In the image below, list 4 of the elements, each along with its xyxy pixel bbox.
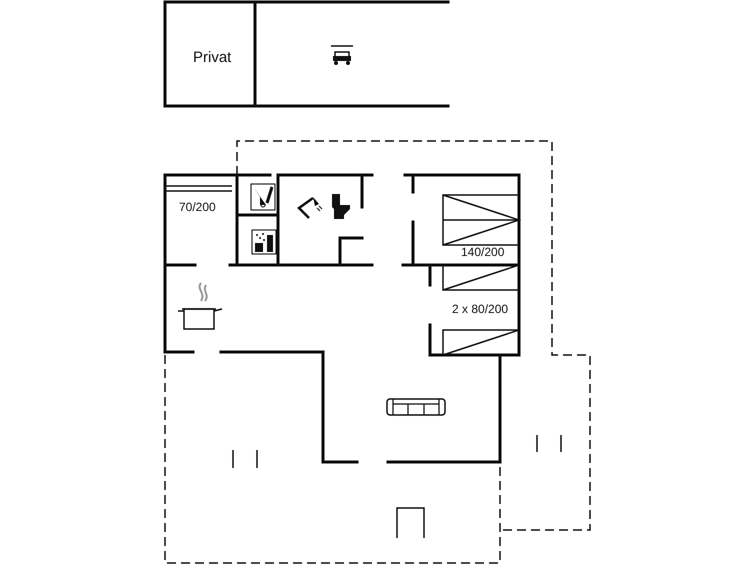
room-label: Privat — [193, 50, 232, 65]
room-label: 2 x 80/200 — [452, 303, 508, 315]
room-label: 140/200 — [461, 246, 504, 258]
room-label: 70/200 — [179, 201, 216, 213]
